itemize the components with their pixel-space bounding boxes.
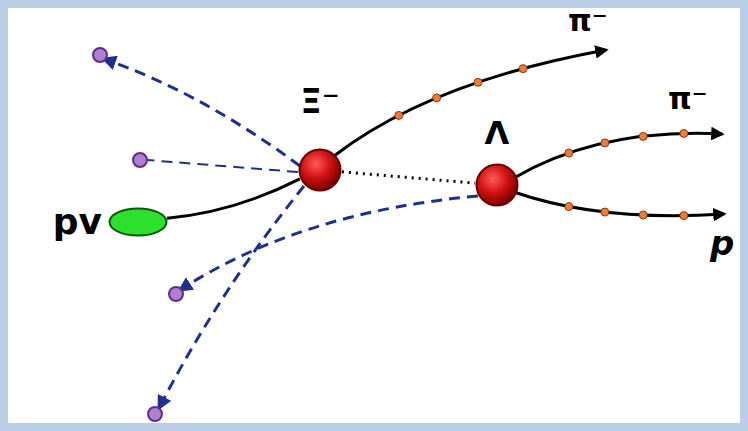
- particle-label: π⁻: [668, 84, 708, 114]
- hit-point: [93, 48, 107, 62]
- proton-track: [514, 192, 724, 216]
- particle-track: [167, 179, 300, 218]
- hit-point: [133, 153, 147, 167]
- particle-track: [342, 172, 475, 183]
- hit-dot: [565, 149, 573, 157]
- pion-track: [334, 50, 606, 156]
- white-panel: [8, 8, 740, 423]
- hit-dot: [601, 208, 609, 216]
- dashed-track: [147, 160, 298, 172]
- hit-dot: [565, 203, 573, 211]
- hit-dot: [680, 212, 688, 220]
- decay-vertex: Λ: [475, 163, 519, 207]
- particle-label: Λ: [485, 117, 510, 149]
- pion-track: [514, 133, 722, 178]
- hit-dot: [395, 111, 403, 119]
- hit-dot: [474, 78, 482, 86]
- node-outline: [298, 148, 342, 192]
- particle-label: π⁻: [568, 6, 608, 36]
- node-outline: [108, 207, 168, 237]
- particle-label: Ξ⁻: [300, 84, 339, 118]
- vertex-ellipse: pv: [108, 207, 168, 237]
- hit-point: [148, 407, 162, 421]
- hit-dot: [639, 211, 647, 219]
- dashed-track: [104, 59, 300, 166]
- hit-dot: [639, 132, 647, 140]
- hit-dot: [433, 94, 441, 102]
- particle-label: pv: [53, 204, 102, 240]
- hit-dot: [680, 130, 688, 138]
- particle-label: p: [710, 226, 734, 260]
- hit-point: [169, 287, 183, 301]
- hit-dot: [519, 65, 527, 73]
- dashed-track: [159, 186, 304, 408]
- node-outline: [475, 163, 519, 207]
- decay-vertex: Ξ⁻: [298, 148, 342, 192]
- dashed-track: [180, 196, 478, 290]
- hit-dot: [601, 139, 609, 147]
